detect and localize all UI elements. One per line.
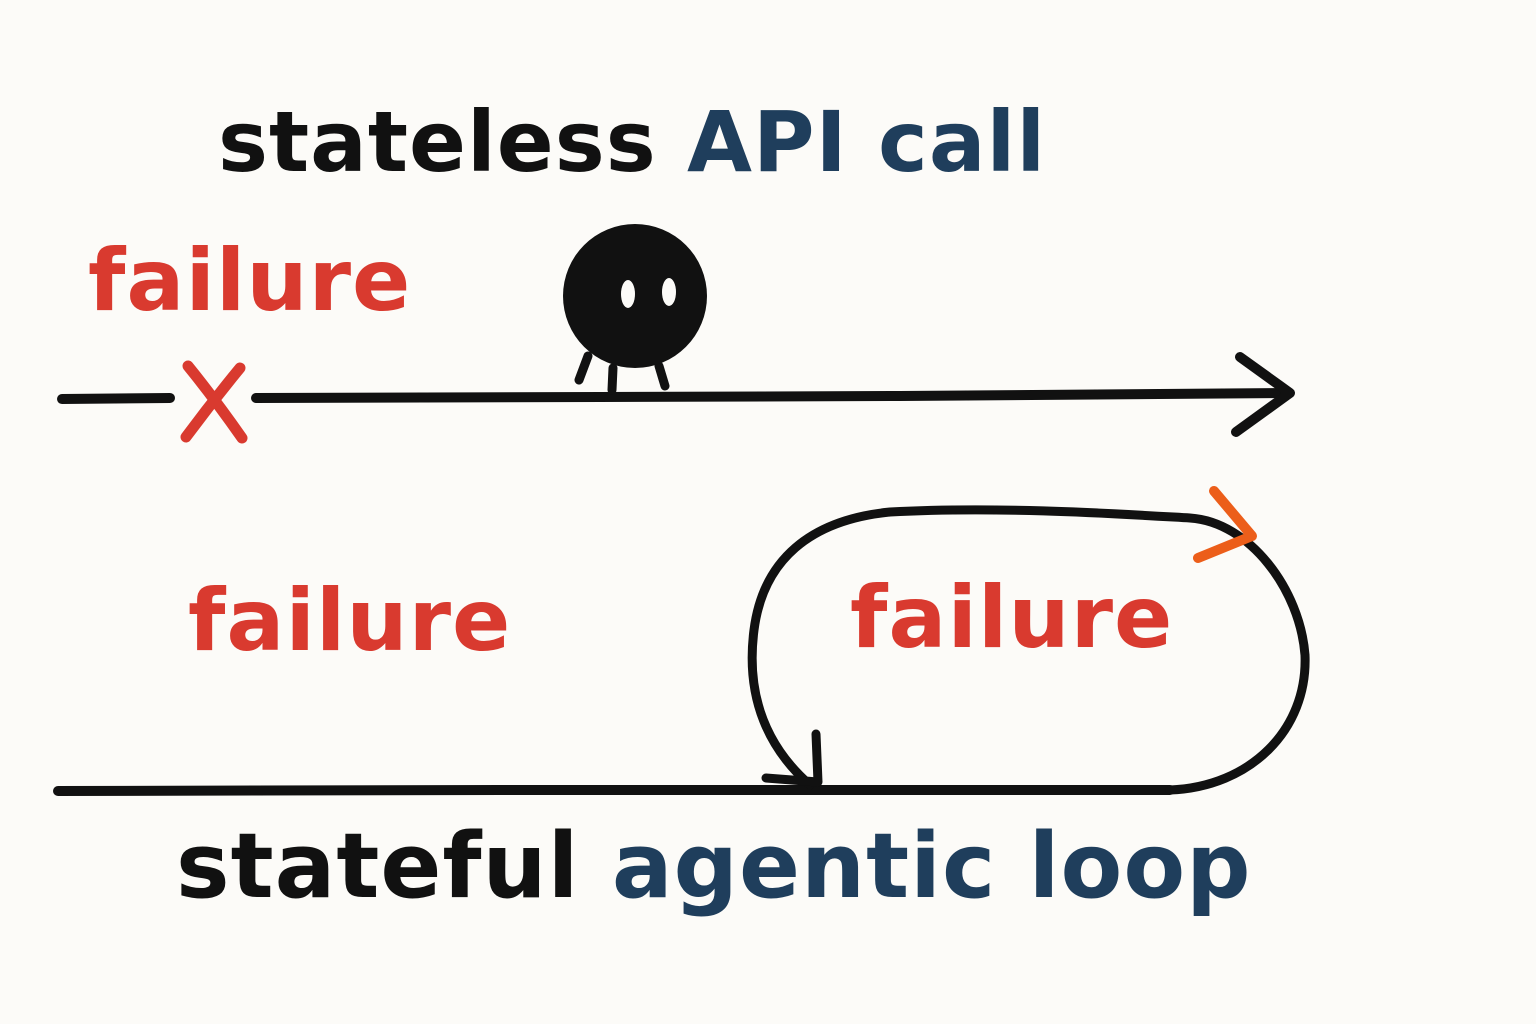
title-api-call-words: API call [686,93,1047,191]
stateful-agentic-loop-title: stateful agentic loop [176,822,1252,912]
arrowhead-icon [1231,352,1295,437]
stateless-api-call-title: stateless API call [218,100,1046,184]
title-stateful-word: stateful [176,814,580,919]
bottom-baseline [53,785,1175,796]
round-black-creature-icon [563,224,707,395]
retry-loop-path [747,505,1310,795]
top-timeline-stub [57,393,175,404]
failure-label-loop: failure [850,568,1174,668]
top-timeline-line [251,388,1293,403]
title-stateless-word: stateless [218,93,657,191]
failure-label-middle: failure [188,571,512,671]
red-x-icon [180,360,248,444]
orange-chevron-icon [1193,486,1257,563]
failure-label-top: failure [88,231,412,331]
title-agentic-loop-words: agentic loop [611,814,1252,919]
loop-rejoin-arrowhead-icon [761,729,823,787]
